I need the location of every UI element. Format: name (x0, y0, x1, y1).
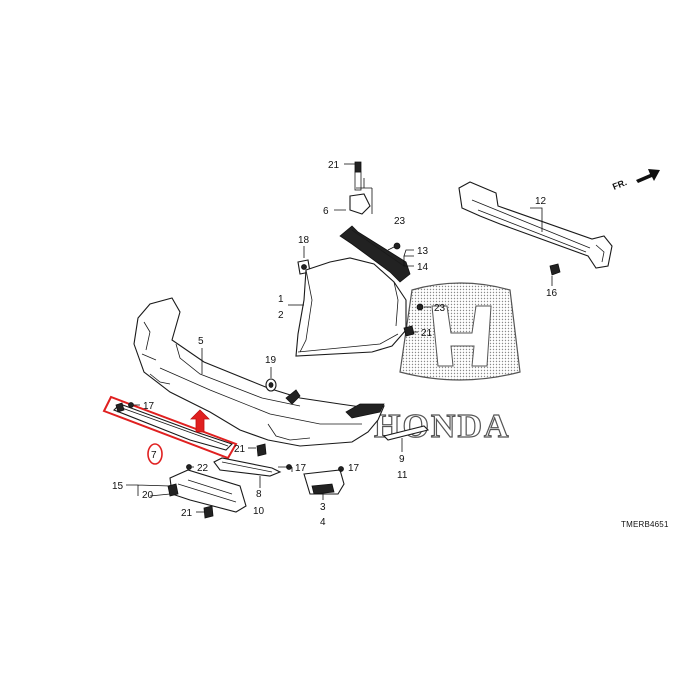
callout-15: 15 (112, 481, 124, 492)
callout-21-side: 21 (421, 328, 433, 339)
part-1-2-side-cover (295, 257, 407, 357)
callout-14: 14 (417, 262, 429, 273)
front-direction-label: FR. (611, 177, 628, 192)
callout-12: 12 (535, 196, 547, 207)
callout-4: 4 (320, 517, 326, 528)
callout-11: 11 (397, 470, 408, 481)
callout-17-b: 17 (295, 463, 307, 474)
callout-23-side: 23 (434, 303, 446, 314)
callout-7: 7 (151, 450, 157, 461)
part-16-nut (549, 263, 561, 276)
callout-18: 18 (298, 235, 310, 246)
front-arrow-icon (636, 169, 660, 183)
drawing-code: TMERB4651 (621, 520, 669, 529)
highlight-arrow-icon (190, 409, 210, 433)
callout-2: 2 (278, 310, 284, 321)
part-21-screw-bottom (203, 505, 214, 519)
part-21-screw-lower (256, 443, 267, 457)
callout-21: 21 (328, 160, 340, 171)
callout-17: 17 (143, 401, 155, 412)
part-22-clip (186, 464, 192, 470)
part-3-4-reflector (303, 469, 345, 495)
part-9-11-molding (382, 425, 430, 441)
callout-16: 16 (546, 288, 558, 299)
part-13-14-side-bracket (339, 225, 411, 283)
part-7-garnish (113, 402, 234, 451)
part-12-bumper-beam (458, 181, 613, 269)
part-23-clip-top (393, 242, 401, 250)
callout-19: 19 (265, 355, 277, 366)
callout-labels: 21 6 23 13 14 12 16 18 1 2 23 21 5 19 17… (112, 160, 558, 528)
callout-21-lower: 21 (234, 444, 246, 455)
callout-9: 9 (399, 454, 405, 465)
part-5-bumper-face (133, 297, 385, 447)
callout-13: 13 (417, 246, 429, 257)
leader-lines (126, 163, 553, 513)
honda-wordmark: HONDA (374, 408, 511, 445)
part-6-bracket (349, 161, 371, 215)
callout-6: 6 (323, 206, 329, 217)
part-17-clip-a (128, 402, 134, 408)
highlight-box (102, 395, 238, 465)
part-8-10-lower-garnish (213, 457, 282, 477)
part-21-screw-side (403, 325, 415, 337)
callout-1: 1 (278, 294, 284, 305)
callout-20: 20 (142, 490, 154, 501)
callout-5: 5 (198, 336, 204, 347)
callout-10: 10 (253, 506, 265, 517)
callout-8: 8 (256, 489, 262, 500)
callout-3: 3 (320, 502, 326, 513)
part-19-grommet (265, 378, 277, 392)
front-direction-indicator: FR. (611, 169, 660, 192)
callout-21-bottom: 21 (181, 508, 193, 519)
part-15-20-bracket (167, 469, 247, 513)
callout-22: 22 (197, 463, 209, 474)
callout-23: 23 (394, 216, 406, 227)
part-23-clip-side (416, 303, 424, 311)
callout-17-c: 17 (348, 463, 360, 474)
